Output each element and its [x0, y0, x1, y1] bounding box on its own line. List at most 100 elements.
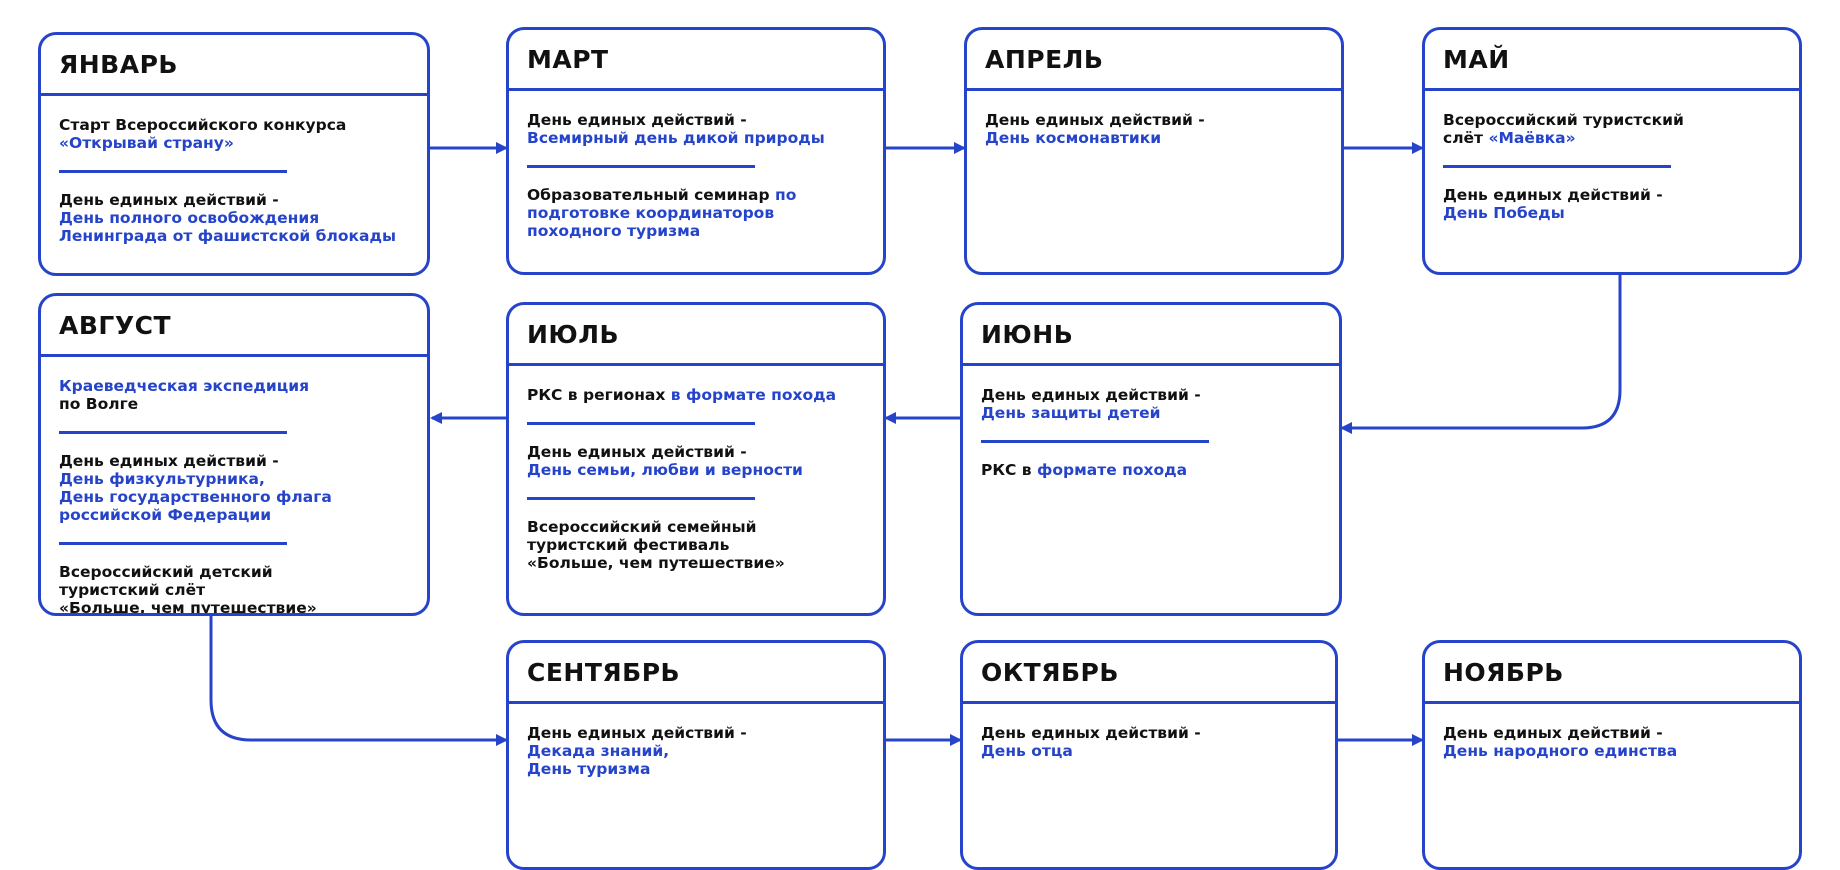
event-highlight: Ленинграда от фашистской блокады: [59, 227, 397, 245]
card-january: ЯНВАРЬ Старт Всероссийского конкурса«Отк…: [38, 32, 430, 276]
card-title: ИЮНЬ: [981, 319, 1074, 349]
event-text: «Больше, чем путешествие»: [527, 554, 785, 572]
event-text: Образовательный семинар: [527, 186, 775, 204]
card-title: НОЯБРЬ: [1443, 657, 1564, 687]
event-text: День единых действий -: [527, 724, 747, 742]
event-highlight: День семьи, любви и верности: [527, 461, 803, 479]
event-highlight: Всемирный день дикой природы: [527, 129, 825, 147]
card-title: СЕНТЯБРЬ: [527, 657, 681, 687]
arrow-may-june: [1340, 275, 1622, 434]
card-october: ОКТЯБРЬ День единых действий -День отца: [960, 640, 1338, 870]
event-highlight: День защиты детей: [981, 404, 1161, 422]
event-entry: День единых действий -День полного освоб…: [59, 191, 409, 245]
event-text: День единых действий -: [527, 111, 747, 129]
event-text: слёт: [1443, 129, 1489, 147]
event-text: туристский фестиваль: [527, 536, 730, 554]
event-highlight: «Маёвка»: [1488, 129, 1576, 147]
event-highlight: формате похода: [1037, 461, 1188, 479]
event-entry: День единых действий -День Победы: [1443, 186, 1781, 222]
event-highlight: походного туризма: [527, 222, 701, 240]
event-highlight: российской Федерации: [59, 506, 272, 524]
event-text: День единых действий -: [981, 386, 1201, 404]
event-entry: Старт Всероссийского конкурса«Открывай с…: [59, 116, 409, 152]
event-text: Старт Всероссийского конкурса: [59, 116, 347, 134]
divider: [981, 440, 1209, 443]
card-title: ОКТЯБРЬ: [981, 657, 1119, 687]
event-highlight: Декада знаний,: [527, 742, 670, 760]
event-text: РКС в регионах: [527, 386, 671, 404]
card-body: День единых действий -Всемирный день дик…: [509, 91, 883, 240]
event-highlight: День туризма: [527, 760, 651, 778]
event-text: День единых действий -: [1443, 186, 1663, 204]
event-highlight: подготовке координаторов: [527, 204, 775, 222]
event-entry: РКС в регионах в формате похода: [527, 386, 865, 404]
divider: [59, 170, 287, 173]
card-title: ИЮЛЬ: [527, 319, 620, 349]
event-text: Всероссийский детский: [59, 563, 273, 581]
event-highlight: Краеведческая экспедиция: [59, 377, 310, 395]
card-body: День единых действий -День отца: [963, 704, 1335, 760]
event-entry: День единых действий -День народного еди…: [1443, 724, 1781, 760]
event-entry: День единых действий -День отца: [981, 724, 1317, 760]
divider: [59, 542, 287, 545]
card-november: НОЯБРЬ День единых действий -День народн…: [1422, 640, 1802, 870]
event-entry: День единых действий -День физкультурник…: [59, 452, 409, 524]
event-text: «Больше, чем путешествие»: [59, 599, 317, 616]
divider: [527, 165, 755, 168]
event-highlight: День отца: [981, 742, 1073, 760]
card-body: Старт Всероссийского конкурса«Открывай с…: [41, 96, 427, 245]
arrow-august-september: [209, 615, 508, 746]
event-text: День единых действий -: [527, 443, 747, 461]
event-entry: РКС в формате похода: [981, 461, 1321, 479]
event-text: Всероссийский туристский: [1443, 111, 1684, 129]
divider: [1443, 165, 1671, 168]
event-text: День единых действий -: [59, 452, 279, 470]
event-highlight: День народного единства: [1443, 742, 1678, 760]
event-highlight: День физкультурника,: [59, 470, 265, 488]
event-text: по Волге: [59, 395, 139, 413]
card-title: МАЙ: [1443, 44, 1510, 74]
event-entry: День единых действий -Всемирный день дик…: [527, 111, 865, 147]
card-body: День единых действий -Декада знаний,День…: [509, 704, 883, 778]
event-text: Всероссийский семейный: [527, 518, 757, 536]
divider: [527, 422, 755, 425]
event-highlight: в формате похода: [670, 386, 837, 404]
event-entry: День единых действий -День семьи, любви …: [527, 443, 865, 479]
event-highlight: по: [775, 186, 797, 204]
card-title: АВГУСТ: [59, 310, 172, 340]
event-highlight: День государственного флага: [59, 488, 332, 506]
card-june: ИЮНЬ День единых действий -День защиты д…: [960, 302, 1342, 616]
divider: [527, 497, 755, 500]
card-april: АПРЕЛЬ День единых действий -День космон…: [964, 27, 1344, 275]
card-body: День единых действий -День космонавтики: [967, 91, 1341, 147]
divider: [59, 431, 287, 434]
event-highlight: День полного освобождения: [59, 209, 320, 227]
event-highlight: День космонавтики: [985, 129, 1162, 147]
event-entry: День единых действий -Декада знаний,День…: [527, 724, 865, 778]
card-march: МАРТ День единых действий -Всемирный ден…: [506, 27, 886, 275]
event-text: День единых действий -: [59, 191, 279, 209]
card-september: СЕНТЯБРЬ День единых действий -Декада зн…: [506, 640, 886, 870]
card-title: МАРТ: [527, 44, 609, 74]
card-title: АПРЕЛЬ: [985, 44, 1104, 74]
event-text: День единых действий -: [985, 111, 1205, 129]
event-highlight: День Победы: [1443, 204, 1565, 222]
event-text: РКС в: [981, 461, 1038, 479]
card-body: День единых действий -День народного еди…: [1425, 704, 1799, 760]
event-entry: День единых действий -День космонавтики: [985, 111, 1323, 147]
event-text: туристский слёт: [59, 581, 206, 599]
event-text: День единых действий -: [981, 724, 1201, 742]
